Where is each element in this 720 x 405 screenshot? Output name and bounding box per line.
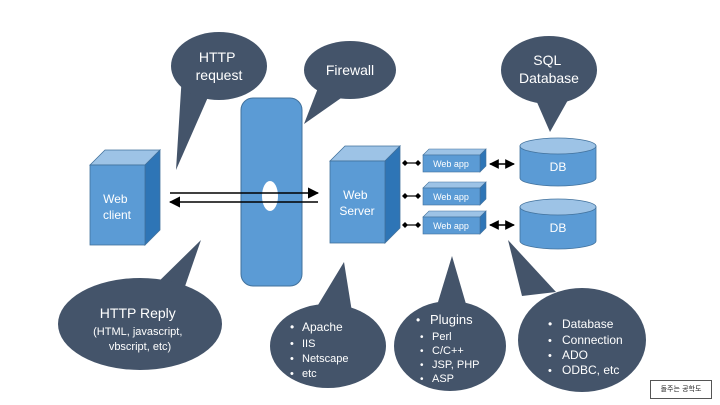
web-client-label-line1: Web bbox=[103, 192, 128, 206]
svg-text:•: • bbox=[416, 313, 420, 327]
web-server-box: Web Server bbox=[329, 145, 401, 244]
db-item-ado: ADO bbox=[562, 348, 588, 362]
svg-text:HTTP Reply (HTML, javasc: HTTP Reply (HTML, javascript, vbscript, … bbox=[93, 305, 187, 353]
svg-text:Web Server: Web Server bbox=[339, 188, 374, 218]
database-connection-bubble: • Database • Connection • ADO • ODBC, et… bbox=[508, 240, 646, 392]
db-item-database: Database bbox=[562, 317, 614, 331]
svg-text:•: • bbox=[420, 374, 424, 385]
web-app-label-2: Web app bbox=[433, 192, 469, 202]
plugins-bubble: • Plugins • Perl • C/C++ • JSP, PHP • AS… bbox=[394, 256, 506, 391]
svg-text:•: • bbox=[290, 353, 294, 365]
svg-text:•: • bbox=[420, 346, 424, 357]
plugin-item-jsp-php: JSP, PHP bbox=[432, 359, 480, 371]
web-client-box: Web client bbox=[89, 149, 161, 246]
app-db-arrows bbox=[489, 159, 515, 230]
web-app-box-2: Web app bbox=[422, 181, 487, 206]
request-reply-arrows bbox=[168, 187, 320, 208]
sql-label-line2: Database bbox=[519, 70, 579, 86]
svg-text:•: • bbox=[548, 335, 552, 347]
plugin-item-perl: Perl bbox=[432, 331, 452, 343]
web-client-label-line2: client bbox=[103, 208, 132, 222]
server-item-netscape: Netscape bbox=[302, 353, 348, 365]
db-label-2: DB bbox=[550, 221, 567, 235]
svg-text:•: • bbox=[290, 368, 294, 380]
db-item-connection: Connection bbox=[562, 333, 623, 347]
svg-text:•: • bbox=[548, 365, 552, 377]
web-server-label-line1: Web bbox=[343, 188, 368, 202]
server-item-apache: Apache bbox=[302, 320, 343, 334]
http-reply-bubble: HTTP Reply (HTML, javascript, vbscript, … bbox=[58, 240, 222, 370]
db-cylinder-2: DB bbox=[519, 198, 597, 250]
web-app-box-1: Web app bbox=[422, 148, 487, 173]
svg-text:•: • bbox=[548, 317, 552, 331]
web-app-box-3: Web app bbox=[422, 210, 487, 235]
http-request-bubble: HTTP request bbox=[171, 32, 267, 170]
server-item-etc: etc bbox=[302, 368, 317, 380]
svg-text:•: • bbox=[290, 338, 294, 350]
svg-text:Web client: Web client bbox=[103, 192, 132, 222]
sql-database-bubble: SQL Database bbox=[501, 36, 597, 132]
svg-text:HTTP request: HTTP request bbox=[196, 49, 243, 83]
server-app-connectors bbox=[402, 160, 421, 228]
svg-text:•: • bbox=[290, 320, 294, 334]
firewall-bubble: Firewall bbox=[304, 41, 396, 124]
svg-text:•: • bbox=[420, 360, 424, 371]
http-reply-line3: vbscript, etc) bbox=[109, 341, 171, 353]
svg-text:SQL Database: SQL Database bbox=[519, 52, 579, 86]
server-item-iis: IIS bbox=[302, 338, 315, 350]
watermark-label: 돌주는 공학도 bbox=[650, 380, 712, 399]
web-server-label-line2: Server bbox=[339, 204, 374, 218]
svg-text:•: • bbox=[548, 350, 552, 362]
plugin-item-c: C/C++ bbox=[432, 345, 464, 357]
firewall-pillar bbox=[240, 97, 303, 287]
web-app-label-3: Web app bbox=[433, 221, 469, 231]
svg-text:•: • bbox=[420, 332, 424, 343]
http-request-label-line2: request bbox=[196, 67, 243, 83]
db-cylinder-1: DB bbox=[519, 137, 597, 187]
http-reply-line2: (HTML, javascript, bbox=[93, 326, 182, 338]
db-item-odbc: ODBC, etc bbox=[562, 363, 619, 377]
plugins-title: Plugins bbox=[430, 312, 473, 327]
http-request-label-line1: HTTP bbox=[199, 49, 235, 65]
server-software-bubble: • Apache • IIS • Netscape • etc bbox=[270, 262, 386, 388]
web-app-label-1: Web app bbox=[433, 159, 469, 169]
plugin-item-asp: ASP bbox=[432, 373, 454, 385]
firewall-label: Firewall bbox=[326, 62, 374, 78]
http-reply-title: HTTP Reply bbox=[100, 305, 176, 321]
sql-label-line1: SQL bbox=[533, 52, 561, 68]
db-label-1: DB bbox=[550, 160, 567, 174]
